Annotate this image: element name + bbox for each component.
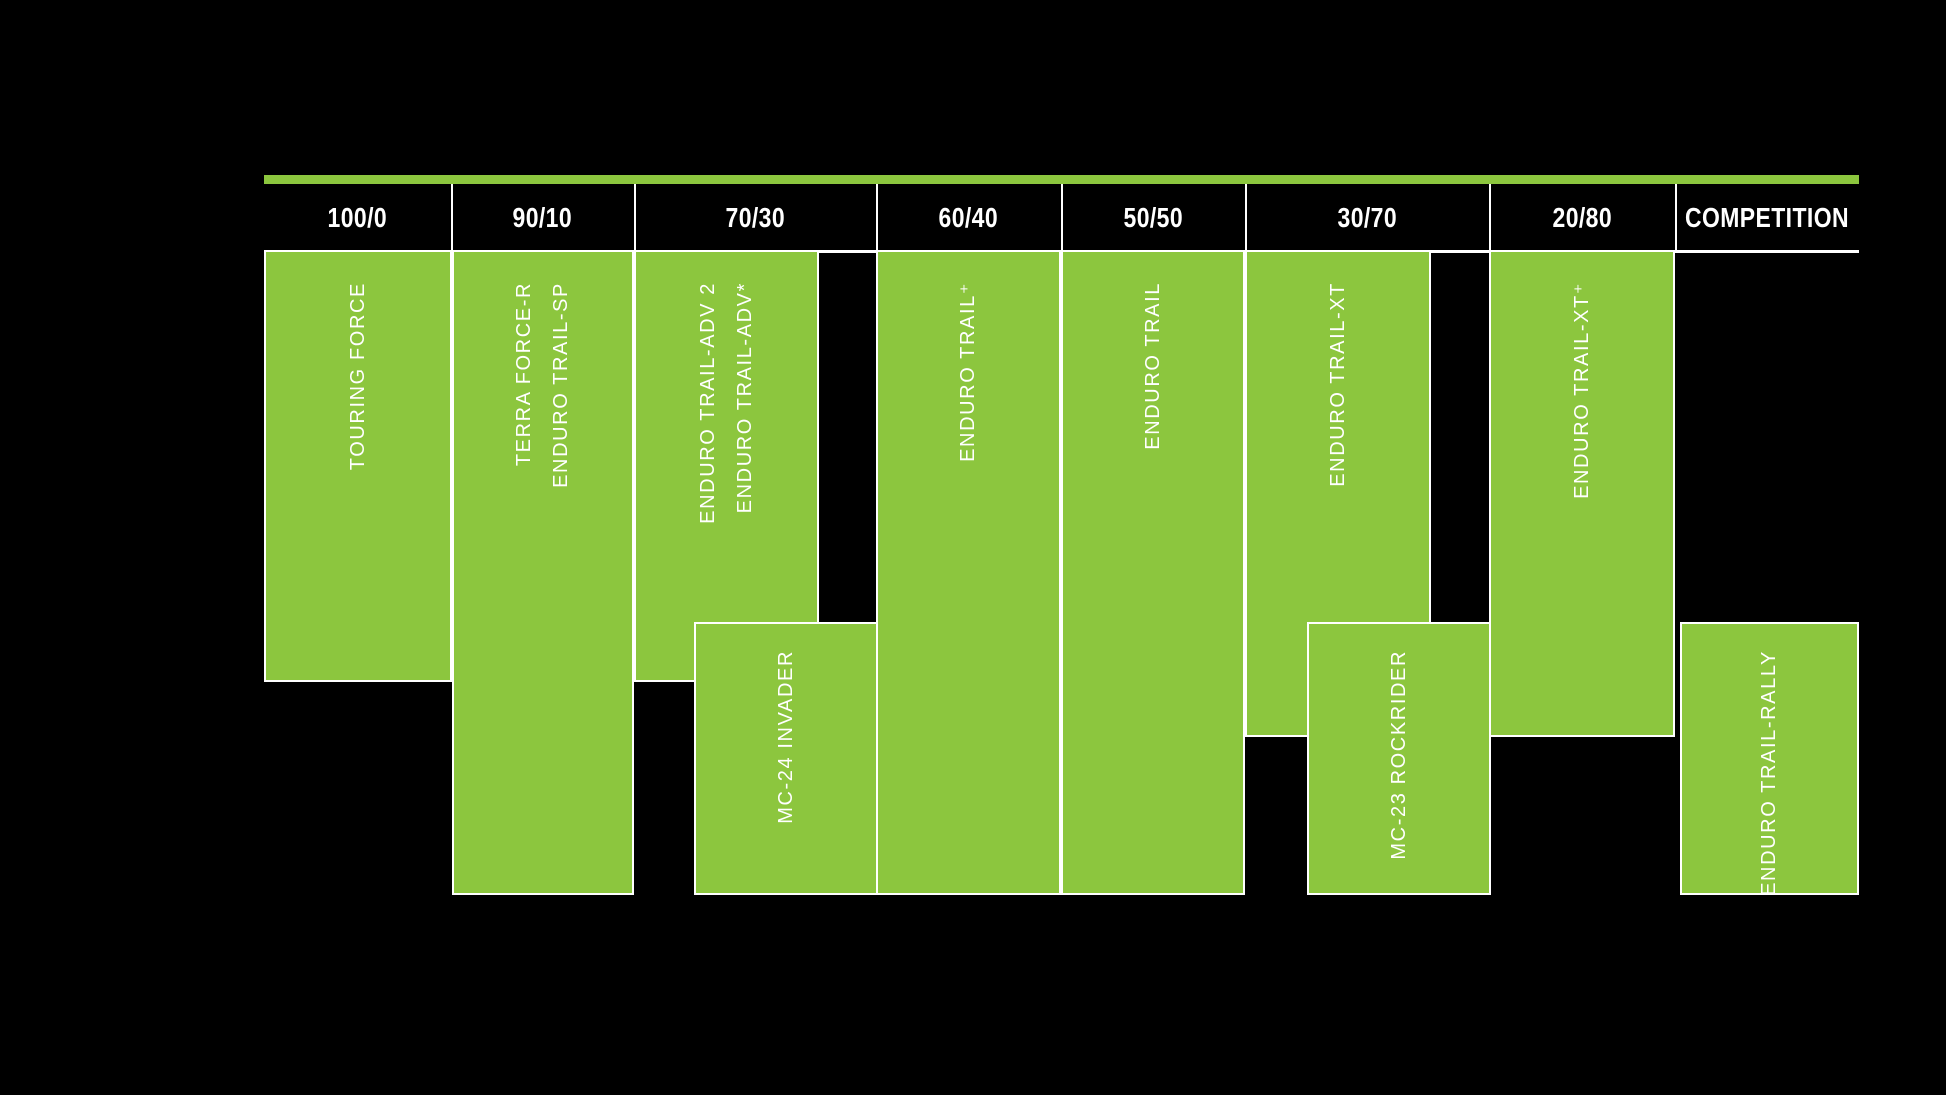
column-header-50-50: 50/50 [1061, 184, 1245, 251]
column-header-label: 30/70 [1337, 201, 1397, 233]
product-label: ENDURO TRAIL-XT [1326, 282, 1349, 487]
rotated-label-wrap: ENDURO TRAIL-RALLY [1682, 624, 1857, 896]
product-label: TERRA FORCE-R ENDURO TRAIL-SP [513, 282, 572, 488]
product-label: MC-24 INVADER [774, 650, 797, 824]
product-block-touring-force: TOURING FORCE [264, 250, 452, 682]
column-header-30-70: 30/70 [1245, 184, 1489, 251]
column-header-label: 20/80 [1552, 201, 1612, 233]
product-label: ENDURO TRAIL-XT⁺ [1570, 282, 1593, 499]
product-label: ENDURO TRAIL⁺ [957, 282, 979, 462]
column-header-label: 100/0 [327, 201, 388, 233]
column-header-label: 90/10 [512, 201, 573, 233]
column-header-label: COMPETITION [1685, 201, 1849, 233]
rotated-label-wrap: ENDURO TRAIL [1063, 252, 1243, 893]
rotated-label-wrap: MC-23 ROCKRIDER [1309, 624, 1489, 893]
product-block-mc-24-invader: MC-24 INVADER [694, 622, 878, 895]
top-accent-bar [264, 175, 1859, 184]
product-block-mc-23-rockrider: MC-23 ROCKRIDER [1307, 622, 1491, 895]
header-divider [1675, 184, 1677, 251]
column-header-60-40: 60/40 [876, 184, 1061, 251]
product-label: ENDURO TRAIL [1141, 282, 1164, 450]
product-block-terra-force-r: TERRA FORCE-R ENDURO TRAIL-SP [452, 250, 634, 895]
rotated-label-wrap: ENDURO TRAIL-XT⁺ [1491, 252, 1673, 735]
header-divider [451, 184, 453, 251]
product-block-enduro-trail: ENDURO TRAIL [1061, 250, 1245, 895]
header-divider [1245, 184, 1247, 251]
rotated-label-wrap: TOURING FORCE [266, 252, 450, 680]
column-header-competition: COMPETITION [1675, 184, 1859, 251]
product-label: MC-23 ROCKRIDER [1387, 650, 1410, 860]
product-block-enduro-trail-rally: ENDURO TRAIL-RALLY [1680, 622, 1859, 896]
column-header-90-10: 90/10 [451, 184, 634, 251]
column-header-label: 70/30 [725, 201, 785, 233]
column-header-100-0: 100/0 [264, 184, 451, 251]
column-header-label: 50/50 [1123, 201, 1183, 233]
rotated-label-wrap: TERRA FORCE-R ENDURO TRAIL-SP [454, 252, 632, 893]
column-header-20-80: 20/80 [1489, 184, 1675, 251]
rotated-label-wrap: ENDURO TRAIL-ADV 2 ENDURO TRAIL-ADV* [636, 252, 817, 680]
header-divider [634, 184, 636, 251]
column-header-70-30: 70/30 [634, 184, 876, 251]
column-header-label: 60/40 [938, 201, 999, 233]
product-label: ENDURO TRAIL-ADV 2 ENDURO TRAIL-ADV* [696, 282, 756, 524]
header-divider [1489, 184, 1491, 251]
product-block-enduro-trail-xt-plus: ENDURO TRAIL-XT⁺ [1489, 250, 1675, 737]
header-divider [1061, 184, 1063, 251]
product-label: ENDURO TRAIL-RALLY [1758, 650, 1780, 896]
product-label: TOURING FORCE [346, 282, 369, 471]
product-block-enduro-trail-plus: ENDURO TRAIL⁺ [876, 250, 1061, 895]
header-divider [876, 184, 878, 251]
rotated-label-wrap: ENDURO TRAIL⁺ [878, 252, 1059, 893]
product-block-enduro-trail-adv: ENDURO TRAIL-ADV 2 ENDURO TRAIL-ADV* [634, 250, 819, 682]
rotated-label-wrap: MC-24 INVADER [696, 624, 876, 893]
